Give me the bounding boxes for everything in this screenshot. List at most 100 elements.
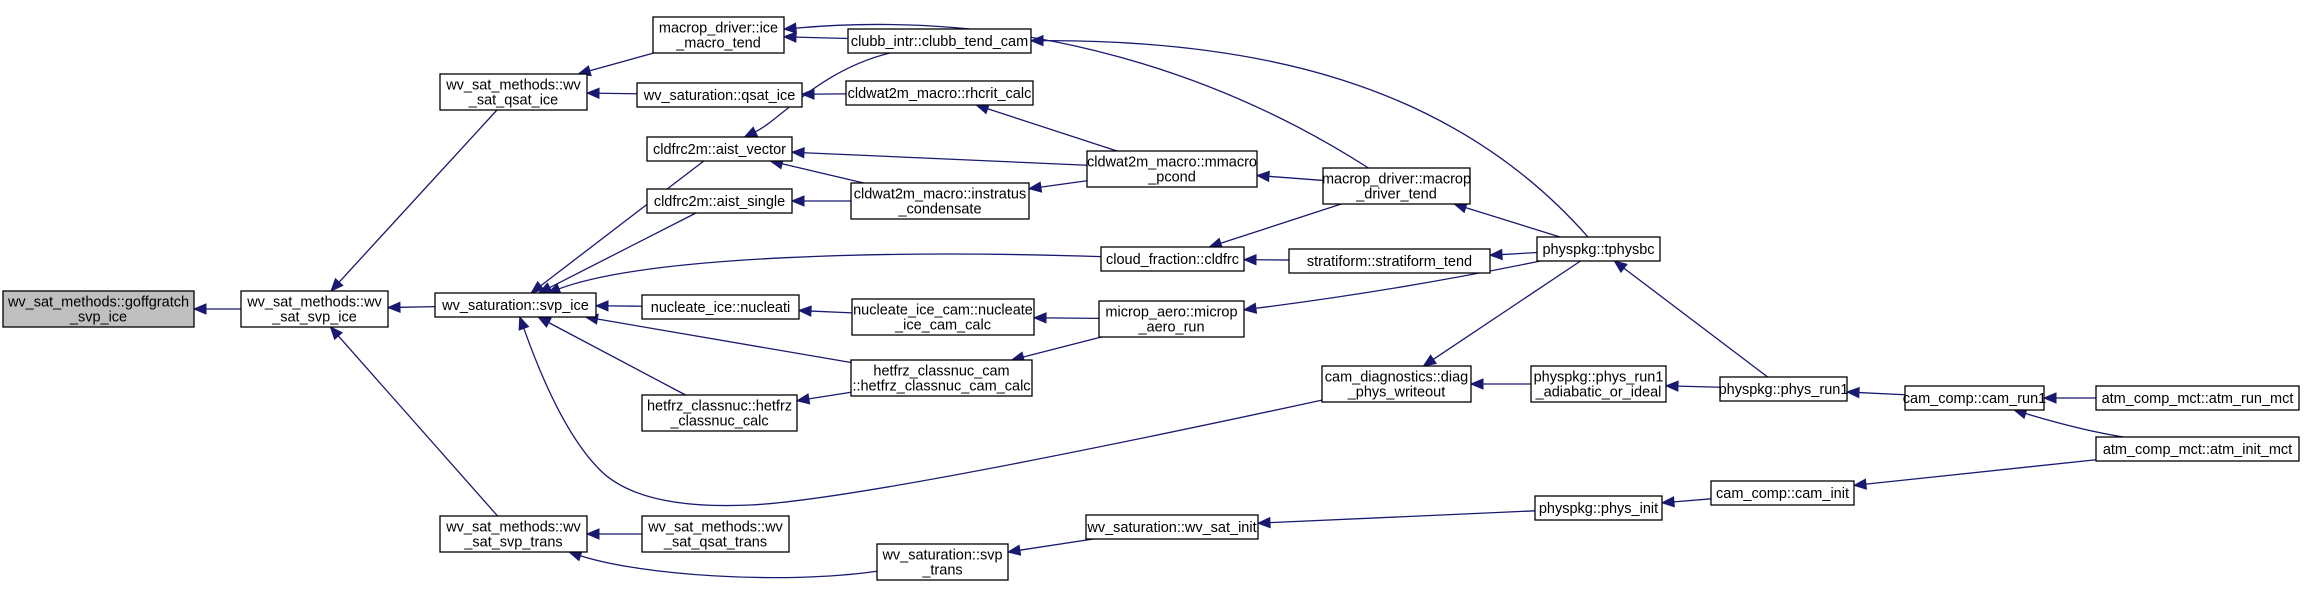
call-edge-nucleate-ice-nucleati-to-wsat-svp-ice — [594, 300, 643, 312]
arrow-head-icon — [743, 126, 759, 138]
function-node-nucleate-ice-nucleati[interactable]: nucleate_ice::nucleati — [641, 294, 800, 320]
node-label-line: hetfrz_classnuc_cam — [873, 363, 1009, 379]
function-node-mmacro-pcond[interactable]: cldwat2m_macro::mmacro_pcond — [1086, 150, 1258, 188]
function-node-wsat-svp-trans[interactable]: wv_saturation::svp_trans — [876, 543, 1009, 581]
call-edge-atm-init-mct-to-cam-init — [1852, 459, 2097, 490]
arrow-head-icon — [1242, 302, 1258, 314]
function-node-clubb-tend-cam[interactable]: clubb_intr::clubb_tend_cam — [847, 28, 1032, 54]
node-label-line: wv_saturation::svp — [881, 547, 1002, 563]
function-node-physpkg-phys-run1[interactable]: physpkg::phys_run1 — [1719, 376, 1849, 402]
node-box — [2, 290, 195, 328]
edge-line — [795, 23, 1369, 169]
call-nodes: wv_sat_methods::goffgratch_svp_icewv_sat… — [2, 16, 2300, 581]
edge-line — [1465, 206, 1561, 238]
node-label-line: wv_sat_methods::wv — [445, 519, 581, 535]
call-edge-atm-init-mct-to-cam-run1 — [2012, 408, 2124, 438]
function-node-wv-sat-init[interactable]: wv_saturation::wv_sat_init — [1085, 514, 1259, 540]
edge-line — [1042, 40, 1589, 238]
call-edge-wsat-svp-ice-to-wsm-wv-sat-svp-ice — [386, 301, 436, 314]
function-node-rhcrit-calc[interactable]: cldwat2m_macro::rhcrit_calc — [845, 80, 1034, 106]
function-node-physpkg-tphysbc[interactable]: physpkg::tphysbc — [1536, 236, 1661, 262]
function-node-wsm-wv-sat-svp-ice[interactable]: wv_sat_methods::wv_sat_svp_ice — [240, 290, 389, 328]
call-edge-instratus-condensate-to-cldfrc2m-aist-vector — [769, 158, 864, 184]
call-edge-hetfrz-classnuc-cam-calc-to-hetfrz-classnuc-calc — [795, 391, 852, 405]
arrow-head-icon — [585, 87, 600, 100]
function-node-stratiform-tend[interactable]: stratiform::stratiform_tend — [1288, 248, 1491, 274]
edge-line — [1019, 538, 1094, 551]
function-node-phys-run1-adiabatic[interactable]: physpkg::phys_run1_adiabatic_or_ideal — [1530, 365, 1667, 403]
function-node-diag-phys-writeout[interactable]: cam_diagnostics::diag_phys_writeout — [1321, 365, 1472, 403]
node-label-line: stratiform::stratiform_tend — [1307, 254, 1472, 270]
node-box — [641, 515, 790, 553]
call-edge-rhcrit-calc-to-wsat-qsat-ice — [800, 88, 847, 100]
call-edge-microp-aero-run-to-hetfrz-classnuc-cam-calc — [1010, 336, 1102, 363]
node-label-line: _adiabatic_or_ideal — [1535, 384, 1662, 400]
function-node-wsm-wv-sat-qsat-ice[interactable]: wv_sat_methods::wv_sat_qsat_ice — [439, 73, 588, 111]
edge-line — [597, 318, 852, 364]
edge-line — [1501, 251, 1538, 256]
function-node-instratus-condensate[interactable]: cldwat2m_macro::instratus_condensate — [850, 182, 1030, 220]
function-node-atm-run-mct[interactable]: atm_comp_mct::atm_run_mct — [2095, 385, 2300, 411]
call-edge-macrop-ice-macro-tend-to-wsm-wv-sat-qsat-ice — [576, 52, 654, 77]
call-edge-mmacro-pcond-to-cldfrc2m-aist-vector — [790, 147, 1088, 166]
node-label-line: atm_comp_mct::atm_init_mct — [2103, 442, 2292, 458]
node-label-line: wv_sat_methods::wv — [445, 77, 581, 93]
function-node-macrop-driver-tend[interactable]: macrop_driver::macrop_driver_tend — [1322, 167, 1471, 205]
arrow-head-icon — [594, 300, 609, 312]
node-label-line: physpkg::tphysbc — [1542, 242, 1654, 258]
arrow-head-icon — [797, 305, 812, 317]
call-edge-physpkg-tphysbc-to-diag-phys-writeout — [1422, 260, 1581, 367]
function-node-macrop-ice-macro-tend[interactable]: macrop_driver::ice_macro_tend — [652, 16, 785, 54]
function-node-wsm-wv-sat-qsat-trans[interactable]: wv_sat_methods::wv_sat_qsat_trans — [641, 515, 790, 553]
function-node-cam-run1[interactable]: cam_comp::cam_run1 — [1903, 385, 2046, 411]
function-node-cloud-fraction-cldfrc[interactable]: cloud_fraction::cldfrc — [1100, 246, 1245, 272]
node-label-line: cldwat2m_macro::instratus — [854, 186, 1026, 202]
node-label-line: cldwat2m_macro::rhcrit_calc — [848, 86, 1032, 102]
function-node-hetfrz-classnuc-calc[interactable]: hetfrz_classnuc::hetfrz_classnuc_calc — [641, 394, 798, 432]
call-edge-phys-run1-adiabatic-to-diag-phys-writeout — [1469, 378, 1531, 390]
function-node-atm-init-mct[interactable]: atm_comp_mct::atm_init_mct — [2095, 436, 2300, 462]
node-label-line: nucleate_ice_cam::nucleate — [853, 302, 1033, 318]
node-label-line: _phys_writeout — [1347, 384, 1446, 400]
function-node-cam-init[interactable]: cam_comp::cam_init — [1710, 480, 1855, 506]
edge-line — [1220, 203, 1342, 244]
function-node-nucleate-ice-cam-calc[interactable]: nucleate_ice_cam::nucleate_ice_cam_calc — [851, 298, 1035, 336]
arrow-head-icon — [530, 280, 545, 294]
edge-line — [523, 328, 1323, 507]
arrow-head-icon — [1255, 170, 1270, 183]
node-label-line: wv_saturation::qsat_ice — [643, 88, 796, 104]
call-edge-clubb-tend-cam-to-macrop-ice-macro-tend — [782, 31, 849, 43]
node-label-line: cldwat2m_macro::mmacro — [1087, 154, 1257, 170]
arrow-head-icon — [800, 88, 815, 100]
call-edge-wv-sat-init-to-wsat-svp-trans — [1006, 538, 1094, 556]
function-node-cldfrc2m-aist-single[interactable]: cldfrc2m::aist_single — [646, 188, 793, 214]
function-node-goffgratch-svp-ice[interactable]: wv_sat_methods::goffgratch_svp_ice — [2, 290, 195, 328]
function-node-physpkg-phys-init[interactable]: physpkg::phys_init — [1534, 495, 1663, 521]
node-box — [652, 16, 785, 54]
arrow-head-icon — [1032, 312, 1047, 324]
edge-line — [2025, 412, 2124, 438]
node-label-line: wv_sat_methods::wv — [246, 294, 382, 310]
edge-line — [558, 253, 1102, 290]
function-node-microp-aero-run[interactable]: microp_aero::microp_aero_run — [1098, 300, 1245, 338]
function-node-wsat-qsat-ice[interactable]: wv_saturation::qsat_ice — [636, 82, 803, 108]
edge-line — [1623, 267, 1769, 378]
node-box — [850, 182, 1030, 220]
function-node-wsm-wv-sat-svp-trans[interactable]: wv_sat_methods::wv_sat_svp_trans — [439, 515, 588, 553]
node-box — [2095, 436, 2300, 462]
call-edge-wsm-wv-sat-svp-trans-to-wsm-wv-sat-svp-ice — [329, 326, 499, 517]
function-node-hetfrz-classnuc-cam-calc[interactable]: hetfrz_classnuc_cam::hetfrz_classnuc_cam… — [850, 359, 1033, 397]
node-label-line: _classnuc_calc — [669, 413, 768, 429]
node-label-line: _sat_qsat_ice — [468, 92, 558, 108]
node-label-line: cloud_fraction::cldfrc — [1106, 252, 1239, 268]
node-box — [636, 82, 803, 108]
call-edge-mmacro-pcond-to-rhcrit-calc — [974, 103, 1118, 152]
edge-line — [795, 36, 849, 40]
function-node-wsat-svp-ice[interactable]: wv_saturation::svp_ice — [434, 292, 597, 318]
node-label-line: _pcond — [1147, 169, 1196, 185]
node-label-line: hetfrz_classnuc::hetfrz — [647, 398, 792, 414]
call-edge-physpkg-phys-run1-to-phys-run1-adiabatic — [1664, 380, 1721, 392]
node-box — [1534, 495, 1663, 521]
node-label-line: physpkg::phys_run1 — [1534, 369, 1664, 385]
function-node-cldfrc2m-aist-vector[interactable]: cldfrc2m::aist_vector — [646, 136, 793, 162]
